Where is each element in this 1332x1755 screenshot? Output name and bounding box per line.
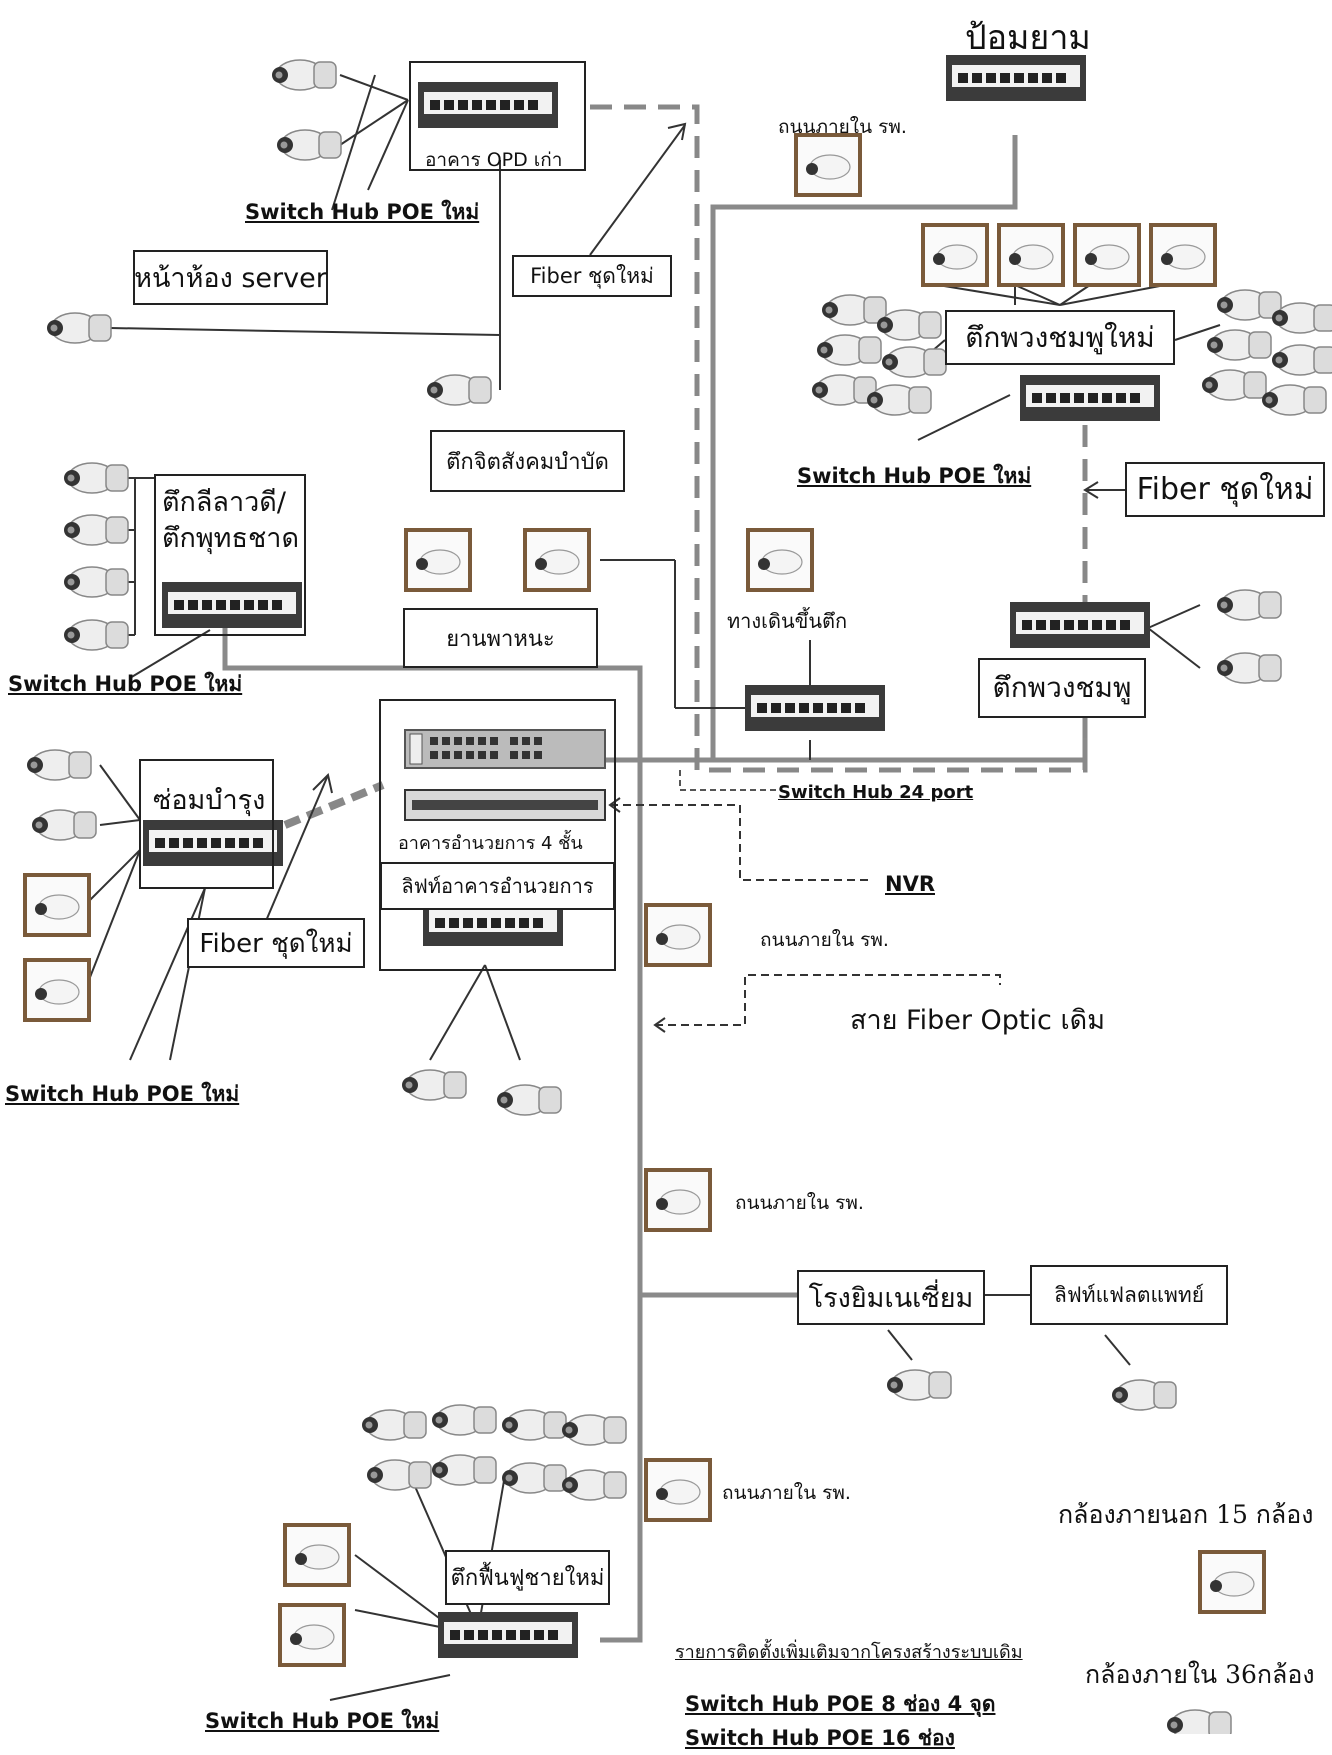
label-road-mid: ถนนภายใน รพ. [760,929,889,951]
label-leelawadee: ตึกลีลาวดี/ ตึกพุทธชาด [162,487,299,555]
box-psych-building: ตึกจิตสังคมบำบัด [430,430,625,492]
switch-rehab [438,1612,578,1658]
switch-24-port [404,729,606,769]
admin-frame [379,699,616,971]
label-maintenance: ซ่อมบำรุง [153,785,266,816]
switch-leelawadee [162,582,302,628]
label-road-bottom: ถนนภายใน รพ. [722,1482,851,1504]
switch-opd [418,82,558,128]
label-summary-line1: Switch Hub POE 8 ช่อง 4 จุด [685,1692,996,1716]
label-switch-poe-maint: Switch Hub POE ใหม่ [5,1082,240,1106]
switch-walkway [745,685,885,731]
box-gym: โรงยิมเนเซี่ยม [797,1270,985,1325]
box-puangchompu-new: ตึกพวงชมพูใหม่ [945,310,1175,365]
label-indoor-cameras: กล้องภายใน 36กล้อง [1085,1660,1315,1689]
label-switch-poe-opd: Switch Hub POE ใหม่ [245,200,480,224]
leelawadee-frame [154,474,306,636]
label-switch-poe-leela: Switch Hub POE ใหม่ [8,672,243,696]
connector-lines [84,74,1221,1701]
label-road-top: ถนนภายใน รพ. [778,116,907,138]
label-road-lower: ถนนภายใน รพ. [735,1192,864,1214]
switch-puangchompu-new [1020,375,1160,421]
label-switch-24: Switch Hub 24 port [778,782,974,803]
box-fiber-new-top: Fiber ชุดใหม่ [512,255,672,297]
maintenance-frame [139,759,274,889]
label-pom-yam: ป้อมยาม [965,18,1091,58]
box-fiber-new-left: Fiber ชุดใหม่ [187,918,365,968]
label-summary-title: รายการติดตั้งเพิ่มเติมจากโครงสร้างระบบเด… [675,1642,1023,1663]
switch-puangchompu [1010,602,1150,648]
thin-dashed-lines [610,804,1001,1026]
label-outdoor-cameras: กล้องภายนอก 15 กล้อง [1058,1500,1314,1529]
nvr-device [404,789,606,821]
label-fiber-optic-old: สาย Fiber Optic เดิม [850,1005,1106,1036]
switch-maintenance [143,820,283,866]
label-summary-line2: Switch Hub POE 16 ช่อง [685,1726,955,1750]
label-nvr: NVR [885,872,935,896]
label-walkway: ทางเดินขึ้นตึก [727,609,848,633]
box-fiber-new-right: Fiber ชุดใหม่ [1125,462,1325,517]
opd-frame [409,61,586,171]
box-vehicle: ยานพาหนะ [403,608,598,668]
box-admin-lift: ลิฟท์อาคารอำนวยการ [380,862,615,910]
box-rehab-male: ตึกฟื้นฟูชายใหม่ [445,1550,610,1605]
label-admin-building: อาคารอำนวยการ 4 ชั้น [398,833,583,854]
label-switch-poe-puang: Switch Hub POE ใหม่ [797,464,1032,488]
label-switch-poe-rehab: Switch Hub POE ใหม่ [205,1709,440,1733]
box-server-front: หน้าห้อง server [133,250,328,305]
fiber-lines [283,104,1088,829]
box-puangchompu: ตึกพวงชมพู [978,658,1146,718]
label-opd-old: อาคาร OPD เก่า [425,149,563,171]
box-doctor-lift: ลิฟท์แฟลตแพทย์ [1030,1265,1228,1325]
